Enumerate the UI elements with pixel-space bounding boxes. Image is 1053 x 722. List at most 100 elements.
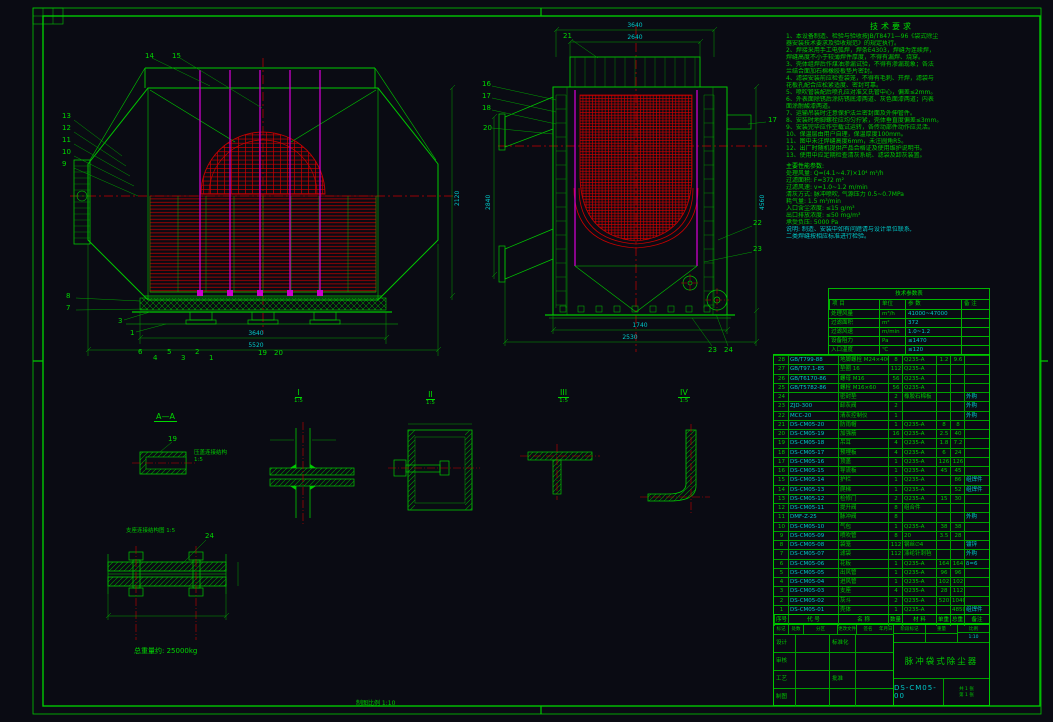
cell-name: 护栏 — [838, 475, 888, 485]
bom-row: 18 DS-CM05-17 预埋板 4 Q235-A 6 24 — [774, 447, 989, 457]
cell-no: 19 — [774, 438, 788, 447]
cell-name: 花板 — [838, 558, 888, 568]
detail-section-3 — [520, 444, 600, 500]
cell-qty: 4 — [888, 447, 902, 457]
callout: 24 — [724, 346, 733, 354]
cell-material: Q235-A — [902, 604, 936, 614]
title-block-main-area: 阶段标记 重量 比例 1:10 脉冲袋式除尘器 DS-CM05-00 共 1 张… — [894, 625, 989, 705]
base-crosshatch — [139, 297, 387, 311]
cell-remark — [961, 336, 989, 345]
cell-remark: 组焊件 — [964, 475, 989, 485]
cell-total-weight — [950, 503, 964, 513]
signature-cell — [796, 671, 830, 689]
cell-unit-weight — [936, 604, 950, 614]
drawing-title: 脉冲袋式除尘器 — [894, 643, 989, 679]
cell-qty: 1 — [888, 567, 902, 577]
cell-material: Q235-A — [902, 373, 936, 383]
cell-name: 壳体 — [838, 604, 888, 614]
cell-total-weight: 126 — [950, 456, 964, 466]
cell-remark — [964, 521, 989, 531]
cell-total-weight — [950, 549, 964, 559]
weight-cell: 重量 — [926, 625, 958, 643]
cell-remark: 镀锌 — [964, 540, 989, 550]
cell-remark — [964, 466, 989, 476]
cell-code: DS-CM05-06 — [788, 558, 838, 568]
signature-cell — [856, 635, 893, 653]
note-line: 10、保温层由用户自理，保温厚度100mm。 — [786, 131, 907, 138]
callout: 23 — [753, 245, 762, 253]
weight-label: 重量 — [937, 627, 946, 632]
cell-no: 27 — [774, 364, 788, 373]
cell-remark: 组焊件 — [964, 484, 989, 494]
anchor-bolts — [559, 305, 711, 313]
param-line: 清灰方式: 脉冲喷吹, 气源压力 0.5~0.7MPa — [786, 191, 904, 198]
cell-remark — [964, 447, 989, 457]
cell-qty: 2 — [888, 493, 902, 503]
cell-qty: 1 — [888, 484, 902, 494]
detail-views — [105, 422, 710, 640]
dim-text: 5520 — [248, 342, 263, 349]
cell-unit-weight: 3.5 — [936, 530, 950, 540]
signature-rows: 设计 标准化 审核 工艺 — [774, 635, 893, 706]
stage-mark-cell: 阶段标记 — [894, 625, 926, 643]
revision-header-cell: 年月日 — [879, 625, 894, 635]
signature-row: 工艺 批准 — [774, 671, 893, 689]
cell-material: Q235-A — [902, 364, 936, 374]
section-name: I — [295, 388, 302, 398]
cell-qty: 1 — [888, 466, 902, 476]
cell-material: Q235-A — [902, 493, 936, 503]
cell-name: 吊耳 — [838, 438, 888, 448]
cell-total-weight — [950, 373, 964, 383]
signature-cell — [796, 653, 830, 671]
revision-header-cell: 分区 — [804, 625, 838, 635]
cell-code: DS-CM05-19 — [788, 429, 838, 439]
bom-row: 14 DS-CM05-13 爬梯 1 Q235-A 52 组焊件 — [774, 484, 989, 494]
cell-name: 防雨帽 — [838, 419, 888, 429]
cell-total-weight: 24 — [950, 447, 964, 457]
right-main-view: 2640 3640 — [485, 22, 770, 352]
detail-channel — [132, 451, 196, 475]
section-name: II — [426, 390, 435, 400]
cell-total-weight — [950, 382, 964, 392]
flange-detail-caption: 支座连接结构图 1:5 — [126, 528, 175, 535]
detail-section-4 — [640, 424, 710, 514]
cell-material: Q235-A — [902, 438, 936, 448]
cell-qty: 8 — [888, 530, 902, 540]
section-scale: 1:5 — [426, 400, 435, 406]
cell-unit: ℃ — [879, 345, 905, 354]
cell-material: 组合件 — [902, 503, 936, 513]
note-line: 1、本设备制造、检验与验收按JB/T8471—96《袋式除尘 — [786, 33, 939, 40]
cell-remark — [964, 577, 989, 587]
cell-name: 喷吹管 — [838, 530, 888, 540]
cell-unit-weight: 45 — [936, 466, 950, 476]
callout: 3 — [118, 317, 123, 325]
table-row: 过滤风速 m/min 1.0~1.2 — [829, 327, 989, 336]
cell-material — [902, 410, 936, 420]
section-scale: 1:5 — [559, 398, 568, 404]
cell-unit-weight — [936, 540, 950, 550]
cell-qty: 16 — [888, 429, 902, 439]
caption-scale: 1:5 — [194, 456, 203, 463]
table-row: 入口温度 ℃ ≤120 — [829, 345, 989, 354]
cell-remark: 外购 — [964, 392, 989, 402]
cell-no: 9 — [774, 530, 788, 540]
cell-name: 清灰控制仪 — [838, 410, 888, 420]
cell-no: 28 — [774, 355, 788, 364]
scale-cell: 比例 1:10 — [958, 625, 989, 643]
cell-unit-weight: 126 — [936, 456, 950, 466]
cell-code: DS-CM05-15 — [788, 466, 838, 476]
cell-unit-weight: 102 — [936, 577, 950, 587]
cell-material: 涤纶针刺毡 — [902, 549, 936, 559]
detail-flange-joint — [105, 546, 239, 640]
tech-parameter-table-header: 项 目单位参 数备 注 — [829, 300, 989, 309]
section-name: III — [558, 388, 570, 398]
cell-no: 10 — [774, 521, 788, 531]
cell-material: Q235-A — [902, 466, 936, 476]
bom-row: 25 GB/T5782-86 螺栓 M16×60 56 Q235-A — [774, 382, 989, 392]
callout: 12 — [62, 124, 71, 132]
bom-row: 26 GB/T6170-86 螺母 M16 56 Q235-A — [774, 373, 989, 383]
bom-row: 1 DS-CM05-01 壳体 1 Q235-A 4850 组焊件 — [774, 604, 989, 614]
caption-text: 支座连接结构图 — [126, 528, 165, 534]
section-name: A—A — [154, 412, 177, 422]
revision-header-row: 标记处数分区更改文件号签名年月日 — [774, 625, 894, 635]
